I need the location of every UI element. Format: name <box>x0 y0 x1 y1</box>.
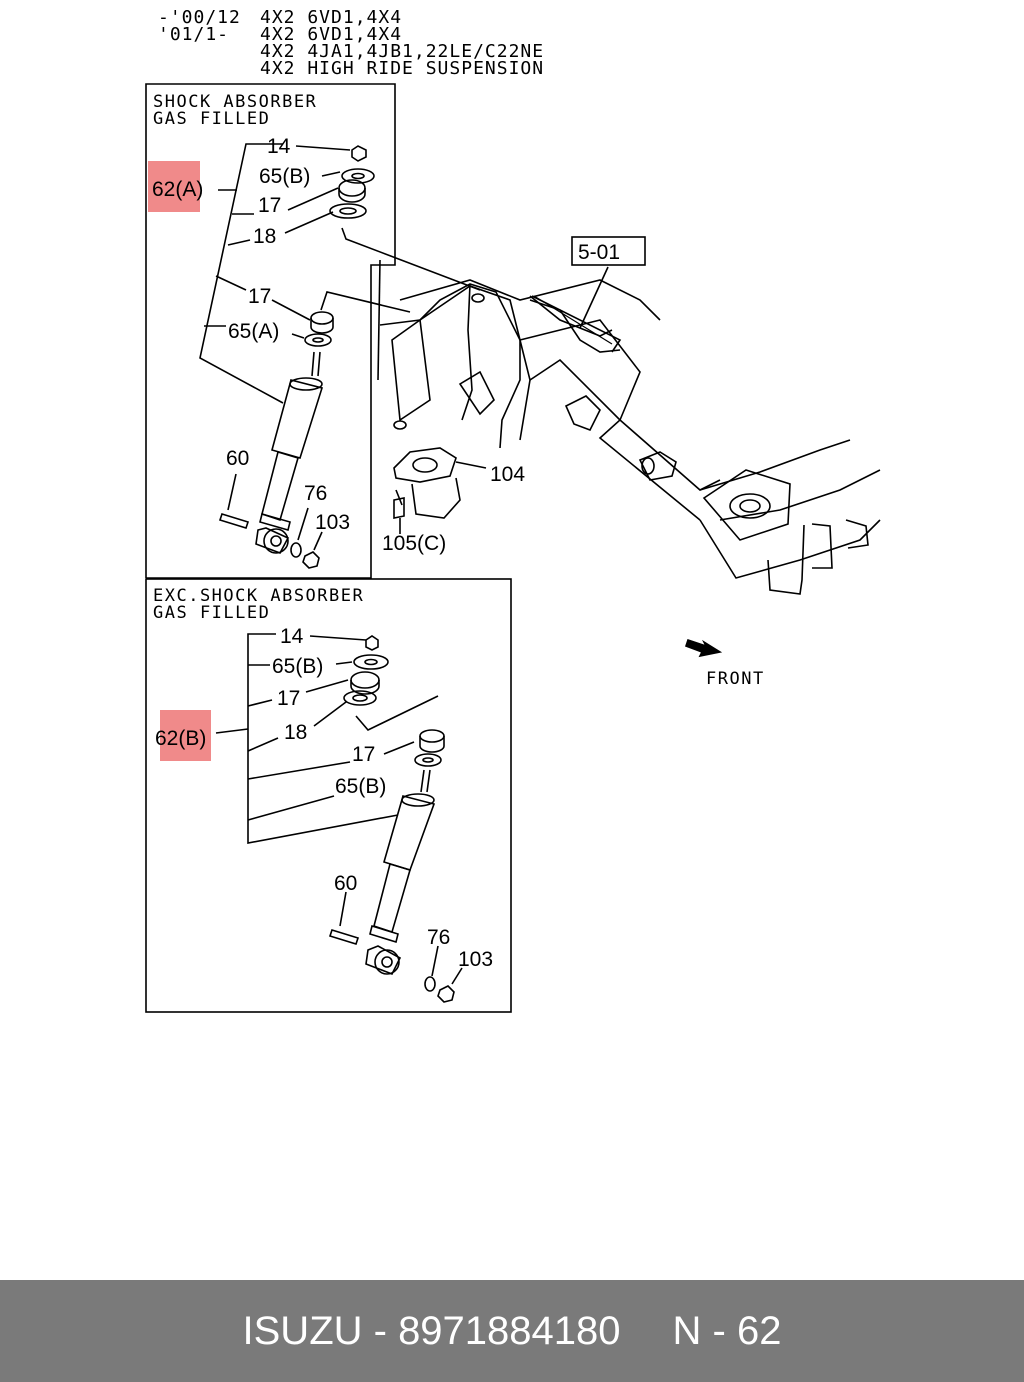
label-b-76: 76 <box>427 926 450 949</box>
box-b-title-1: EXC.SHOCK ABSORBER <box>153 586 364 606</box>
bushing-17-lower-icon <box>310 311 334 325</box>
box-b-frame <box>145 578 512 1013</box>
ref-box <box>571 236 646 266</box>
box-a-bracket <box>199 143 284 404</box>
rail-bushing-icon <box>638 451 677 481</box>
header-desc-3: 4X2 4JA1,4JB1,22LE/C22NE <box>260 41 544 62</box>
chassis-frame-drawing <box>377 236 881 658</box>
header-date-1: -'00/12 <box>158 7 241 28</box>
label-104: 104 <box>490 463 525 486</box>
highlight-62b <box>160 710 211 761</box>
box-b-exc-gas-filled <box>145 578 512 1013</box>
header-desc-4: 4X2 HIGH RIDE SUSPENSION <box>260 58 544 79</box>
nut-14-b-icon <box>365 635 379 651</box>
box-a-frame <box>145 83 396 579</box>
bolt-60-b-icon <box>328 929 360 945</box>
label-b-60: 60 <box>334 872 357 895</box>
label-105c: 105(C) <box>382 532 446 555</box>
highlight-62a <box>148 161 200 212</box>
washer-65a-icon <box>304 333 332 347</box>
washer-65b-b-lower-icon <box>414 753 442 767</box>
label-b-65b: 65(B) <box>272 655 323 678</box>
shock-absorber-a-icon <box>255 351 324 554</box>
label-60: 60 <box>226 447 249 470</box>
label-62a: 62(A) <box>152 178 203 201</box>
label-b-18: 18 <box>284 721 307 744</box>
label-b-17: 17 <box>277 687 300 710</box>
header-desc-1: 4X2 6VD1,4X4 <box>260 7 402 28</box>
frame-labels: 5-01 104 105(C) FRONT <box>382 241 765 689</box>
box-a-title-2: GAS FILLED <box>153 109 270 129</box>
label-14: 14 <box>267 135 291 158</box>
box-a-title-1: SHOCK ABSORBER <box>153 92 317 112</box>
nut-103-icon <box>302 551 320 569</box>
nut-14-icon <box>351 145 367 162</box>
label-65b: 65(B) <box>259 165 310 188</box>
washer-65b-icon <box>341 168 375 184</box>
label-b-14: 14 <box>280 625 304 648</box>
shock-absorber-b-icon <box>365 769 436 976</box>
footer-bar: ISUZU - 8971884180 N - 62 <box>0 1280 1024 1382</box>
bolt-60-icon <box>218 513 250 529</box>
label-b-17-lower: 17 <box>352 743 375 766</box>
parts-diagram: -'00/12 4X2 6VD1,4X4 '01/1- 4X2 6VD1,4X4… <box>145 7 881 1013</box>
header-desc-2: 4X2 6VD1,4X4 <box>260 24 402 45</box>
label-b-65b-lower: 65(B) <box>335 775 386 798</box>
footer-page-ref: N - 62 <box>672 1308 782 1353</box>
shock-upper-mount <box>391 318 431 422</box>
washer-18-icon <box>329 203 367 219</box>
ref-box-label: 5-01 <box>578 241 620 264</box>
box-a-gas-filled <box>145 83 481 579</box>
bolt-105c-icon <box>393 497 405 519</box>
bracket-104-icon <box>393 447 457 483</box>
washer-18-b-icon <box>343 690 377 706</box>
nut-103-b-icon <box>437 985 455 1003</box>
frame-crossmember-end <box>702 469 791 541</box>
header-date-2: '01/1- <box>158 24 229 45</box>
box-b-bracket <box>247 633 399 844</box>
footer-part-number: ISUZU - 8971884180 <box>242 1308 621 1353</box>
front-arrow-icon <box>684 638 723 658</box>
applicability-header: -'00/12 4X2 6VD1,4X4 '01/1- 4X2 6VD1,4X4… <box>158 7 544 79</box>
label-b-103: 103 <box>458 948 493 971</box>
label-18: 18 <box>253 225 276 248</box>
washer-65b-b-icon <box>353 654 389 670</box>
box-a-labels: SHOCK ABSORBER GAS FILLED 14 65(B) 62(A)… <box>152 92 350 534</box>
front-label: FRONT <box>706 669 765 689</box>
label-65a: 65(A) <box>228 320 279 343</box>
box-b-title-2: GAS FILLED <box>153 603 270 623</box>
label-62b: 62(B) <box>155 727 206 750</box>
washer-76-icon <box>290 542 302 558</box>
bushing-17-b-icon <box>350 671 380 689</box>
label-76: 76 <box>304 482 327 505</box>
label-17: 17 <box>258 194 281 217</box>
label-103: 103 <box>315 511 350 534</box>
box-b-labels: EXC.SHOCK ABSORBER GAS FILLED 14 65(B) 1… <box>153 586 493 971</box>
washer-76-b-icon <box>424 976 436 992</box>
bushing-17-b-lower-icon <box>419 729 445 743</box>
label-17-lower: 17 <box>248 285 271 308</box>
